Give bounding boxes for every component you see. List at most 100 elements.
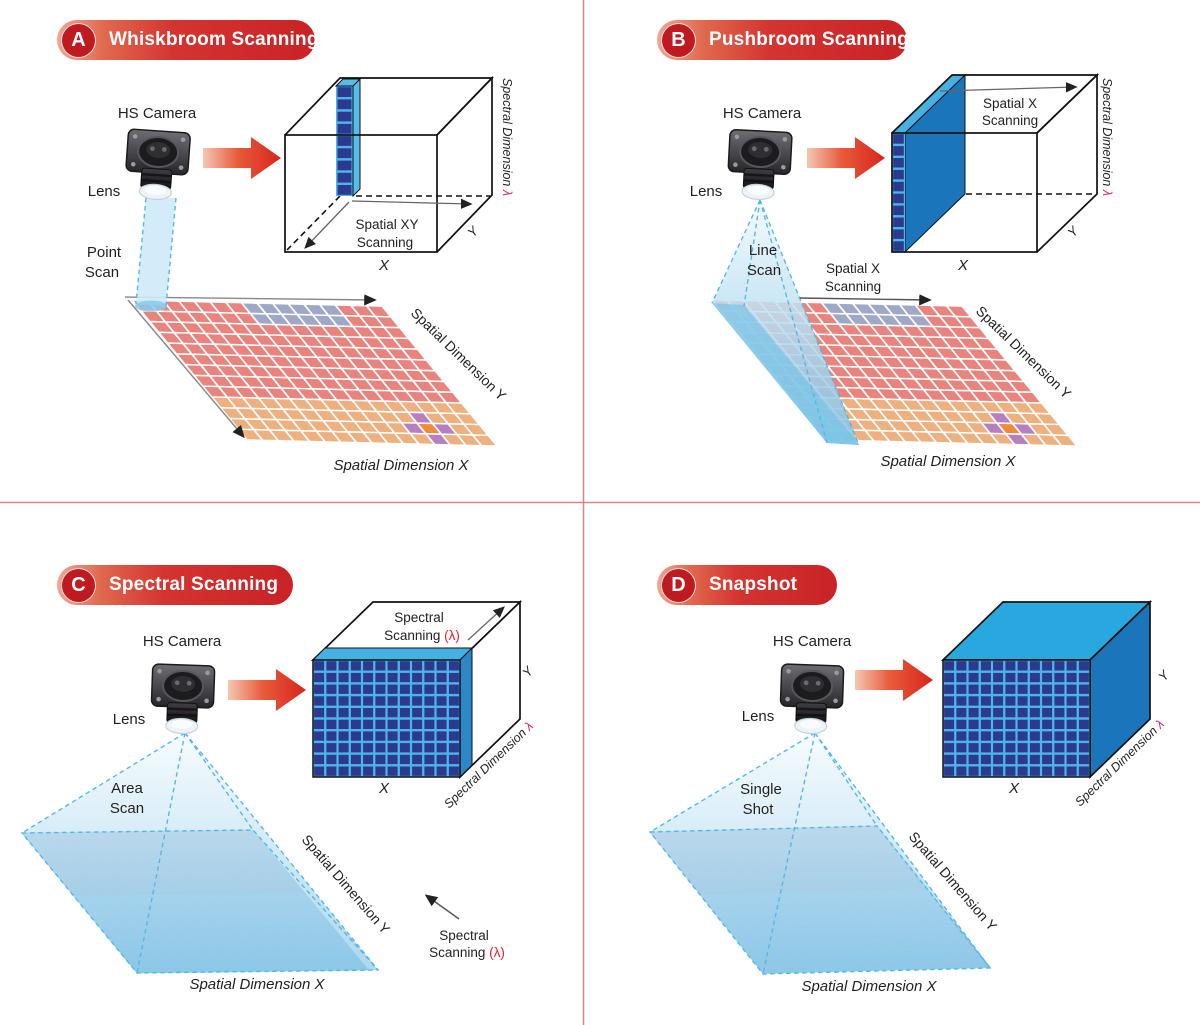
plane-x-axis-label: Spatial Dimension X <box>880 453 1016 470</box>
grid-cell <box>220 313 242 323</box>
grid-cell <box>314 672 325 683</box>
grid-cell <box>894 315 916 326</box>
grid-cell <box>337 172 352 183</box>
grid-cell <box>302 431 324 442</box>
grid-cell <box>1017 696 1028 706</box>
grid-cell <box>375 754 386 765</box>
grid-cell <box>387 423 409 433</box>
grid-cell <box>1078 743 1089 753</box>
grid-cell <box>1017 661 1028 671</box>
grid-cell <box>963 380 985 391</box>
grid-cell <box>365 359 387 369</box>
grid-cell <box>363 412 384 422</box>
grid-cell <box>956 672 967 683</box>
grid-cell <box>399 754 410 765</box>
grid-cell <box>1078 766 1089 776</box>
grid-cell <box>896 336 918 347</box>
grid-cell <box>816 313 838 324</box>
camera-label: HS Camera <box>143 633 222 650</box>
grid-cell <box>195 376 217 386</box>
grid-cell <box>375 684 386 694</box>
grid-cell <box>448 754 459 765</box>
grid-cell <box>1017 684 1028 694</box>
grid-cell <box>213 397 235 408</box>
plane-x-axis-label: Spatial Dimension X <box>333 457 469 474</box>
grid-cell <box>874 347 896 357</box>
grid-cell <box>1054 661 1065 671</box>
grid-cell <box>1005 731 1016 741</box>
grid-cell <box>337 148 352 159</box>
grid-cell <box>885 305 907 315</box>
cube-y-axis-label: Y <box>464 222 482 240</box>
grid-cell <box>1029 696 1040 706</box>
grid-cell <box>338 731 349 741</box>
camera-label: HS Camera <box>723 105 802 122</box>
grid-cell <box>198 323 220 333</box>
grid-cell <box>441 413 462 424</box>
grid-cell <box>820 356 842 366</box>
grid-cell <box>849 409 870 420</box>
grid-cell <box>231 419 252 429</box>
grid-cell <box>1045 425 1067 435</box>
beam-label: Line <box>749 242 777 259</box>
grid-cell <box>399 661 410 671</box>
grid-cell <box>893 146 904 156</box>
grid-cell <box>992 434 1013 444</box>
grid-cell <box>1005 684 1016 694</box>
cube-front-face-grid <box>313 660 460 777</box>
grid-cell <box>267 314 289 325</box>
grid-cell <box>318 432 339 442</box>
grid-cell <box>354 401 375 411</box>
grid-cell <box>968 731 979 741</box>
grid-cell <box>994 381 1016 391</box>
grid-cell <box>979 381 1000 391</box>
grid-cell <box>314 389 335 400</box>
grid-cell <box>209 355 231 365</box>
grid-cell <box>887 326 909 336</box>
grid-cell <box>1017 672 1028 683</box>
grid-cell <box>337 136 352 146</box>
grid-cell <box>1017 766 1028 776</box>
grid-cell <box>1005 743 1016 753</box>
grid-cell <box>249 367 271 377</box>
grid-cell <box>856 325 878 335</box>
grid-cell <box>956 696 967 706</box>
grid-cell <box>1042 661 1053 671</box>
grid-cell <box>314 766 325 776</box>
grid-cell <box>399 731 410 741</box>
grid-cell <box>448 719 459 729</box>
grid-cell <box>216 345 237 355</box>
grid-cell <box>399 696 410 706</box>
panel-d-letter-icon: D <box>661 567 696 603</box>
grid-cell <box>327 368 349 379</box>
grid-cell <box>1017 719 1028 729</box>
grid-cell <box>956 743 967 753</box>
grid-cell <box>956 766 967 776</box>
grid-cell <box>1066 708 1077 718</box>
grid-cell <box>944 661 955 671</box>
grid-cell <box>372 348 394 359</box>
grid-cell <box>851 430 873 441</box>
grid-cell <box>944 754 955 765</box>
sample-plane-grid <box>133 300 496 446</box>
grid-cell <box>1012 403 1034 413</box>
panel-d-illustration: HS Camera Lens Single Shot X Y Spectral … <box>648 599 1173 995</box>
grid-cell <box>320 379 342 389</box>
grid-cell <box>424 766 435 776</box>
grid-cell <box>456 414 478 424</box>
grid-cell <box>947 380 969 390</box>
single-shot-beam <box>649 732 991 975</box>
grid-cell <box>427 434 449 445</box>
grid-cell <box>436 743 447 753</box>
grid-cell <box>142 311 164 322</box>
cube-spectral-axis-label: Spectral Dimension λ <box>1100 78 1114 196</box>
panel-b-illustration: HS Camera Lens Line Scan Spatial X Scann… <box>690 72 1114 470</box>
grid-cell <box>387 672 398 683</box>
grid-cell <box>1030 424 1051 435</box>
grid-cell <box>370 327 392 338</box>
grid-cell <box>898 432 919 442</box>
grid-cell <box>392 391 413 401</box>
grid-cell <box>278 420 299 430</box>
grid-cell <box>424 708 435 718</box>
grid-cell <box>956 754 967 765</box>
